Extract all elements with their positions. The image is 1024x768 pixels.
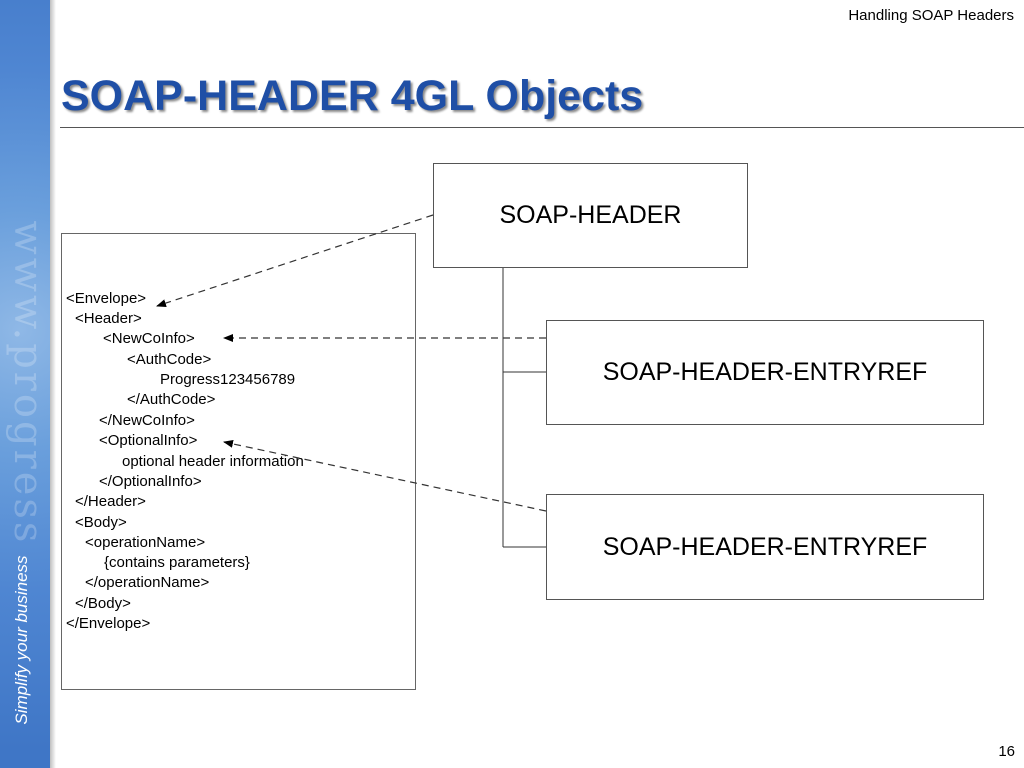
soap-header-entryref-box-1: SOAP-HEADER-ENTRYREF	[546, 320, 984, 425]
xml-line-header-open: <Header>	[75, 310, 142, 327]
xml-line-authcode-value: Progress123456789	[160, 371, 296, 388]
soap-header-box: SOAP-HEADER	[433, 163, 748, 268]
xml-line-newcoinfo-close: </NewCoInfo>	[99, 412, 195, 429]
xml-line-operation-close: </operationName>	[85, 574, 210, 591]
soap-header-entryref-label-1: SOAP-HEADER-ENTRYREF	[602, 358, 928, 386]
xml-line-optionalinfo-close: </OptionalInfo>	[99, 473, 202, 490]
soap-header-label: SOAP-HEADER	[499, 201, 682, 229]
sidebar-band	[0, 0, 50, 768]
xml-line-operation-open: <operationName>	[85, 534, 206, 551]
xml-line-newcoinfo-open: <NewCoInfo>	[103, 330, 195, 347]
xml-line-envelope-close: </Envelope>	[66, 615, 151, 632]
xml-line-authcode-close: </AuthCode>	[127, 391, 216, 408]
xml-line-envelope-open: <Envelope>	[66, 290, 147, 307]
arrow-entry2-to-optionalinfo	[223, 439, 547, 512]
xml-line-body-open: <Body>	[75, 514, 127, 531]
xml-line-optionalinfo-open: <OptionalInfo>	[99, 432, 198, 449]
xml-line-header-close: </Header>	[75, 493, 146, 510]
xml-line-authcode-open: <AuthCode>	[127, 351, 212, 368]
slide-title: SOAP-HEADER 4GL Objects	[61, 72, 644, 120]
page-number: 16	[998, 743, 1015, 760]
title-divider	[60, 127, 1024, 128]
xml-panel: <Envelope> <Header> <NewCoInfo> <AuthCod…	[61, 233, 416, 690]
xml-line-optionalinfo-value: optional header information	[122, 453, 304, 470]
arrow-header-to-envelope	[156, 214, 434, 307]
sidebar-shadow	[50, 0, 56, 768]
slide-header-label: Handling SOAP Headers	[848, 7, 1014, 24]
soap-header-entryref-label-2: SOAP-HEADER-ENTRYREF	[602, 532, 928, 561]
xml-line-body-close: </Body>	[75, 595, 131, 612]
soap-header-entryref-box-2: SOAP-HEADER-ENTRYREF	[546, 494, 984, 600]
xml-line-operation-value: {contains parameters}	[104, 554, 250, 571]
